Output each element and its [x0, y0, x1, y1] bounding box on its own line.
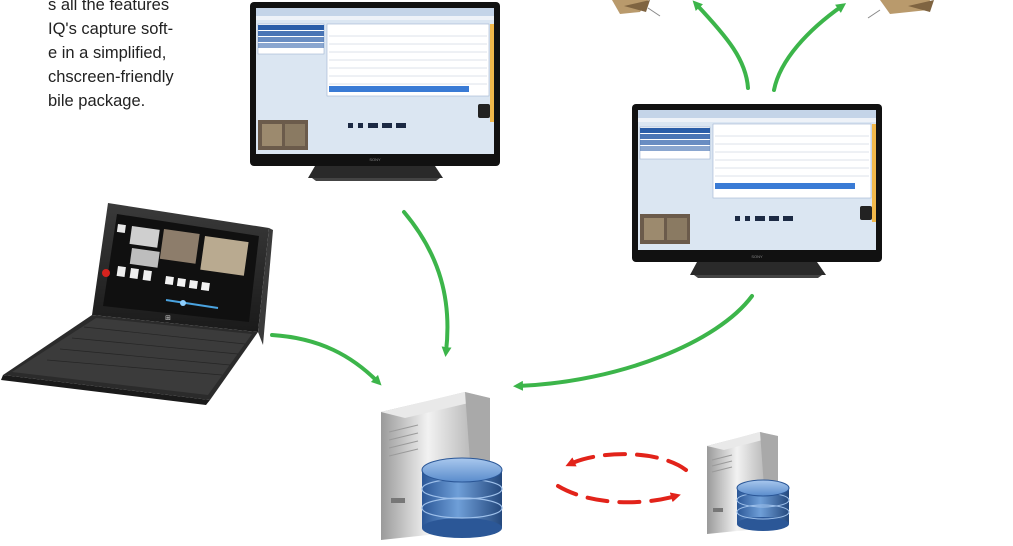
- intro-line-5: bile package.: [48, 92, 146, 110]
- backup-database-icon: [736, 479, 790, 531]
- main-database-icon: [421, 457, 503, 538]
- arrow-top-monitor-to-server: [402, 210, 452, 357]
- arrow-right-monitor-to-device-left: [692, 0, 750, 90]
- intro-line-2: IQ's capture soft-: [48, 20, 174, 38]
- arrow-main-to-backup: [556, 484, 681, 505]
- monitor-right: SONY: [632, 104, 882, 278]
- partial-device-left: [612, 0, 661, 17]
- windows-logo: ⊞: [165, 314, 171, 322]
- partial-device-right: [867, 0, 934, 19]
- flow-arrows: [270, 0, 847, 391]
- monitor-top-brand: SONY: [369, 157, 381, 162]
- tablet-device: ⊞: [1, 203, 273, 405]
- monitor-top: SONY: [250, 2, 500, 181]
- replication-arrows: [556, 452, 688, 505]
- arrow-tablet-to-server: [270, 333, 382, 386]
- arrow-right-monitor-to-device-right: [772, 3, 847, 92]
- arrow-right-monitor-to-server: [513, 294, 754, 391]
- monitor-right-brand: SONY: [751, 254, 763, 259]
- intro-text: s all the features IQ's capture soft- e …: [0, 0, 200, 200]
- intro-line-4: chscreen-friendly: [48, 68, 174, 86]
- intro-line-1: s all the features: [48, 0, 170, 14]
- arrow-backup-to-main: [565, 452, 688, 472]
- intro-line-3: e in a simplified,: [48, 44, 167, 62]
